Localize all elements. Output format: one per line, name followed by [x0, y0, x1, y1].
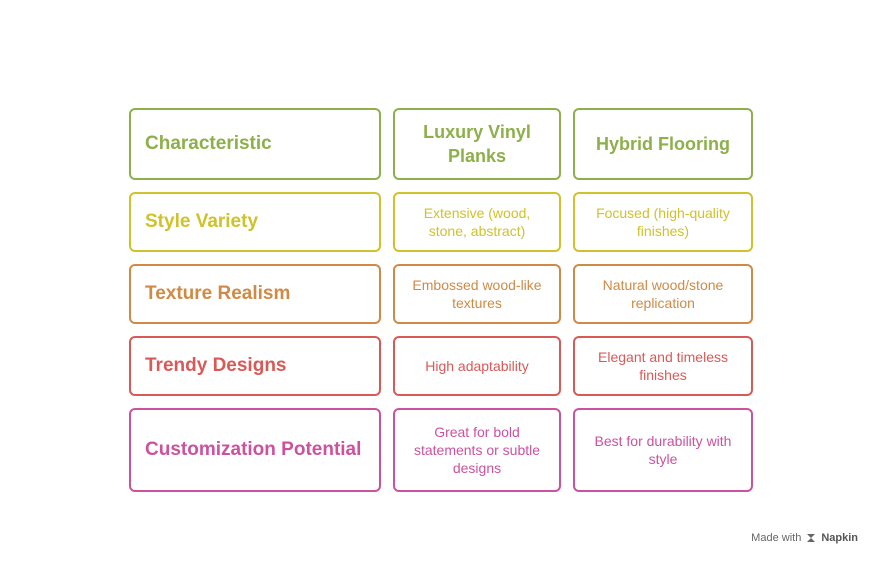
- row-col2-value: Best for durability with style: [594, 433, 732, 467]
- made-with-text: Made with: [751, 532, 802, 544]
- header-col1-cell: Luxury Vinyl Planks: [393, 108, 561, 180]
- row-col2-cell: Best for durability with style: [573, 408, 753, 492]
- row-label-cell: Trendy Designs: [129, 336, 381, 396]
- row-col1-value: Extensive (wood, stone, abstract): [423, 205, 531, 239]
- row-col1-cell: Great for bold statements or subtle desi…: [393, 408, 561, 492]
- header-col2: Hybrid Flooring: [596, 134, 730, 154]
- row-col2-cell: Focused (high-quality finishes): [573, 192, 753, 252]
- row-col1-cell: Extensive (wood, stone, abstract): [393, 192, 561, 252]
- row-label: Customization Potential: [145, 439, 362, 460]
- row-col1-cell: Embossed wood-like textures: [393, 264, 561, 324]
- napkin-logo-icon: [805, 532, 817, 544]
- row-col2-cell: Natural wood/stone replication: [573, 264, 753, 324]
- row-col2-value: Natural wood/stone replication: [602, 277, 724, 311]
- header-label-cell: Characteristic: [129, 108, 381, 180]
- row-label-cell: Customization Potential: [129, 408, 381, 492]
- header-label: Characteristic: [145, 133, 272, 154]
- napkin-brand: Napkin: [821, 532, 858, 544]
- header-col1: Luxury Vinyl Planks: [423, 122, 531, 166]
- row-label-cell: Style Variety: [129, 192, 381, 252]
- made-with-napkin-credit[interactable]: Made with Napkin: [751, 532, 858, 544]
- row-label-cell: Texture Realism: [129, 264, 381, 324]
- row-col2-cell: Elegant and timeless finishes: [573, 336, 753, 396]
- row-label: Texture Realism: [145, 283, 291, 304]
- row-col2-value: Elegant and timeless finishes: [598, 349, 728, 383]
- row-col1-value: High adaptability: [425, 358, 529, 374]
- row-label: Trendy Designs: [145, 355, 287, 376]
- header-col2-cell: Hybrid Flooring: [573, 108, 753, 180]
- row-col1-value: Embossed wood-like textures: [412, 277, 542, 311]
- row-col2-value: Focused (high-quality finishes): [596, 205, 730, 239]
- row-label: Style Variety: [145, 211, 259, 232]
- row-col1-cell: High adaptability: [393, 336, 561, 396]
- row-col1-value: Great for bold statements or subtle desi…: [413, 424, 541, 476]
